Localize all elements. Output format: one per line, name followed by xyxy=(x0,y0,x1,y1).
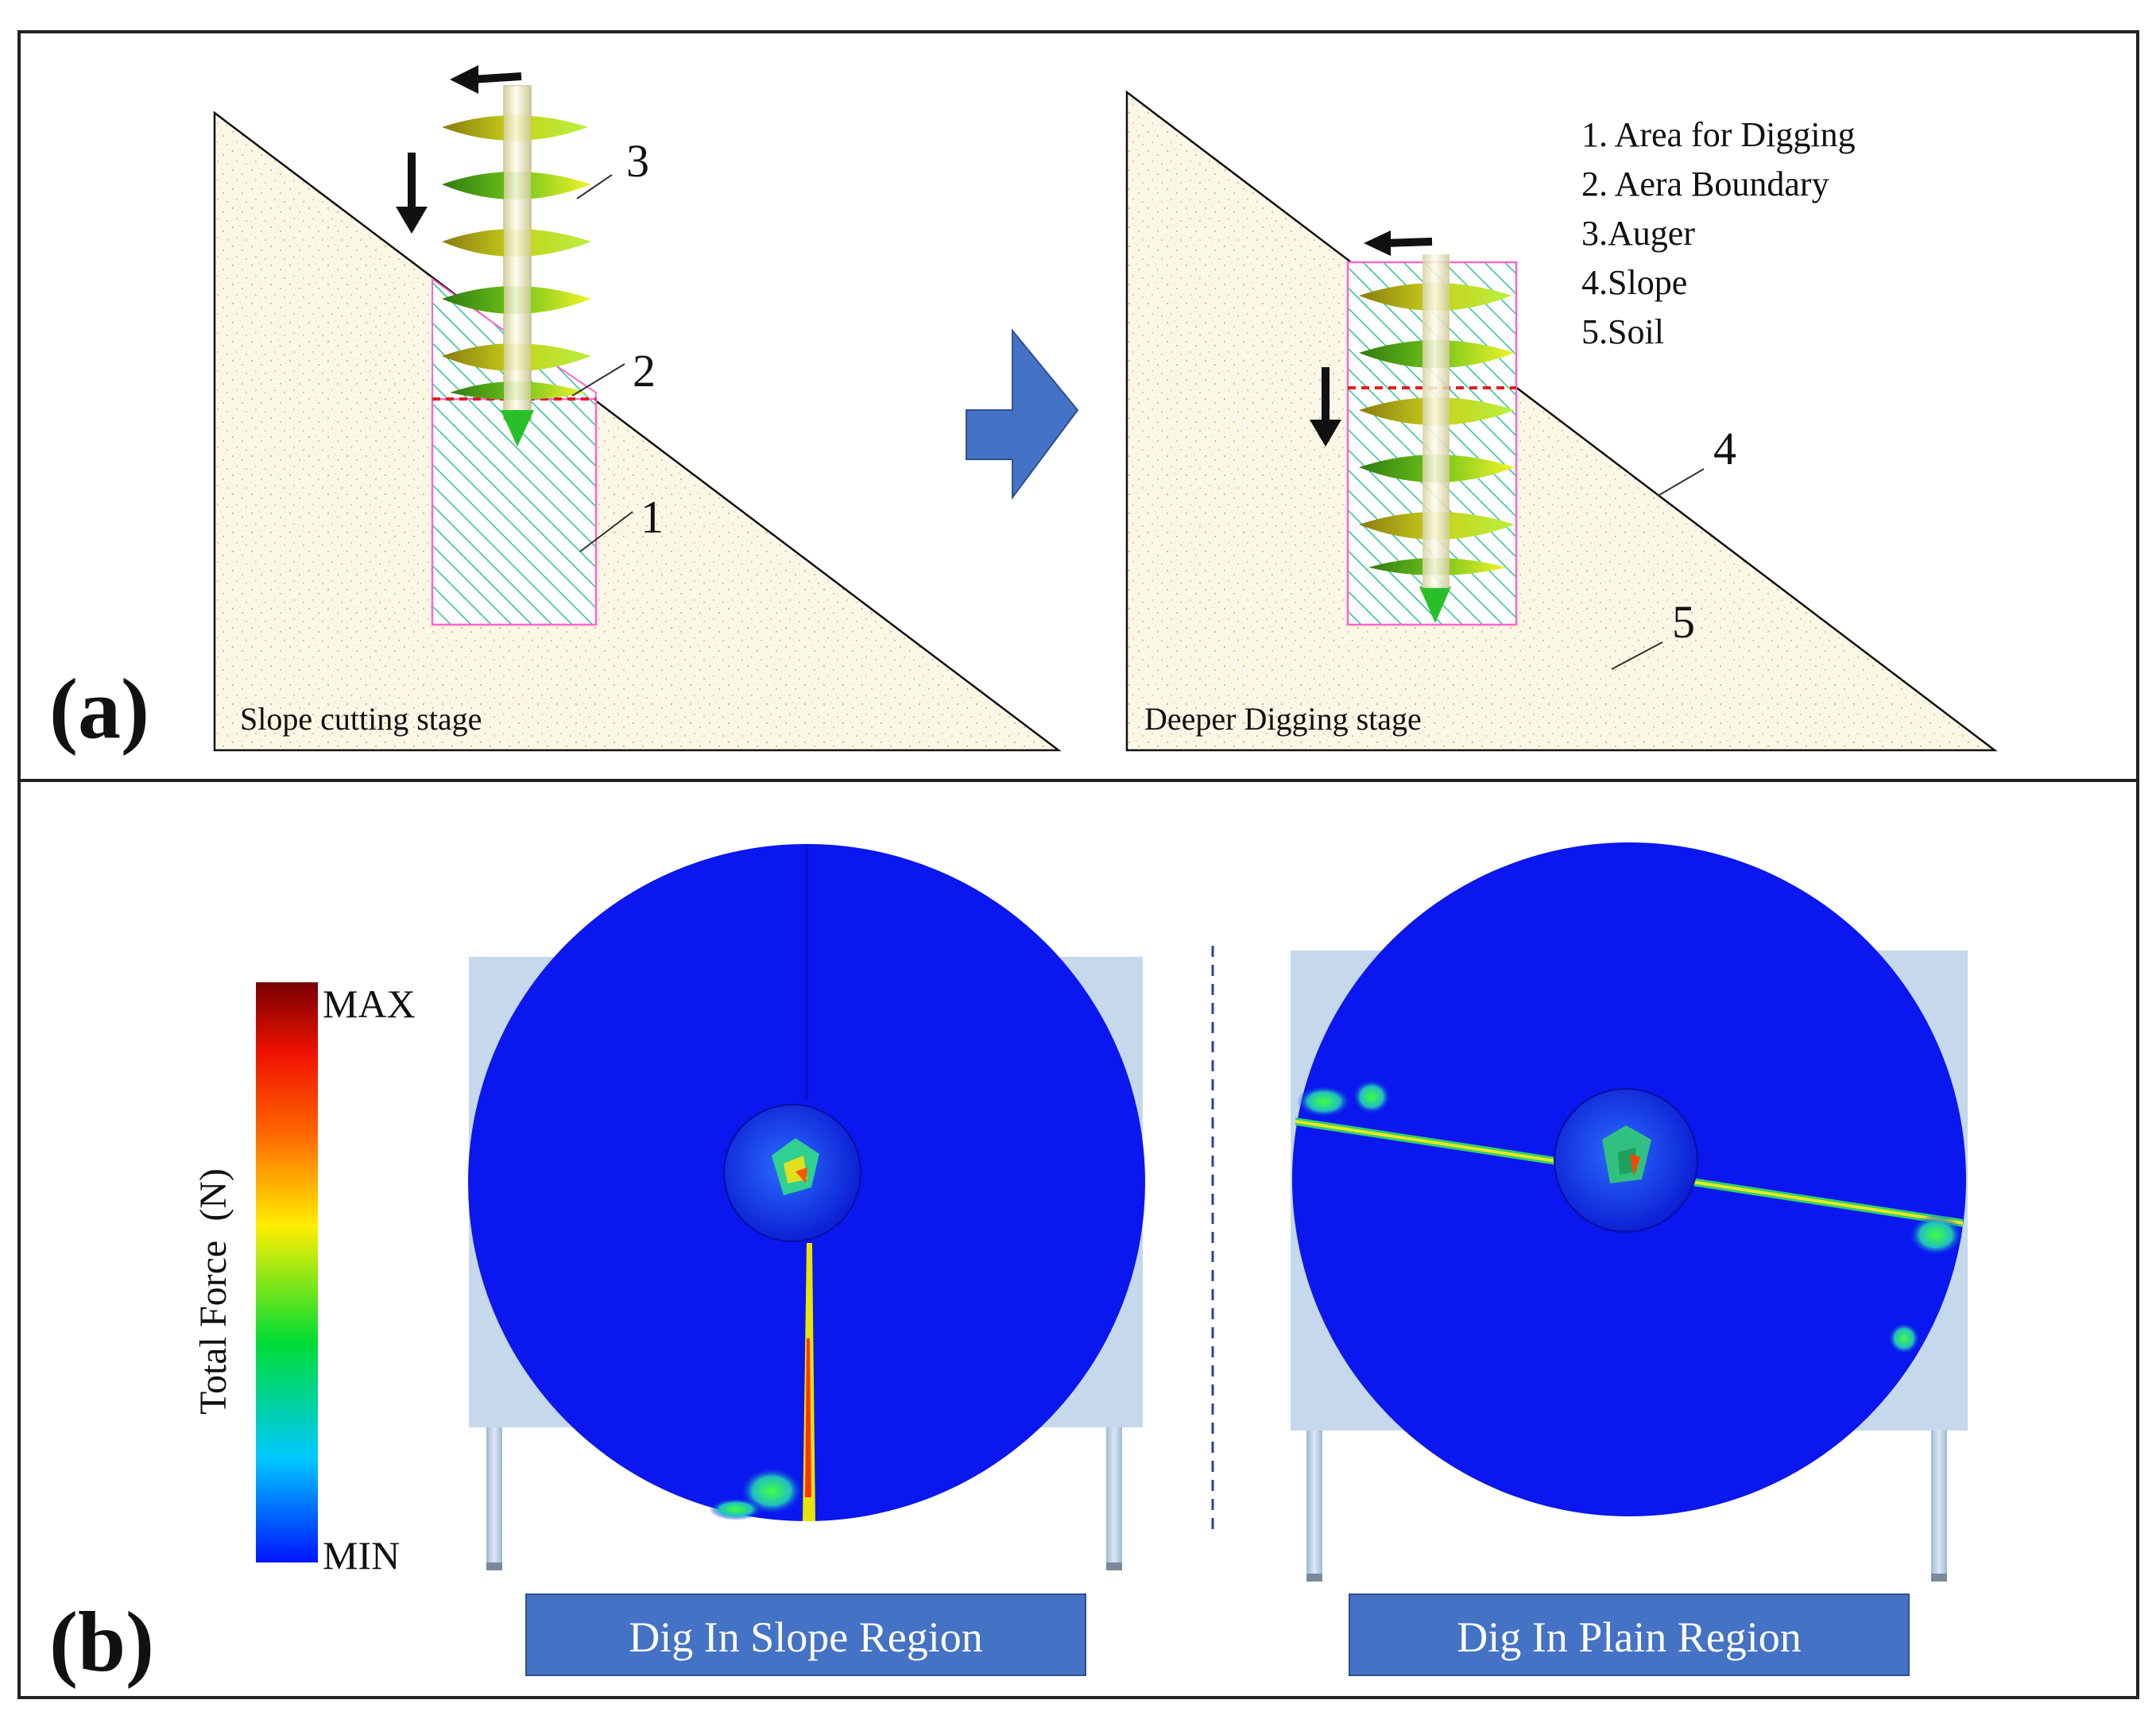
legend-item-5: 5.Soil xyxy=(1581,312,1664,351)
callout-1: 1 xyxy=(641,491,664,543)
caption-plain-text: Dig In Plain Region xyxy=(1457,1613,1801,1661)
callout-4: 4 xyxy=(1713,423,1736,474)
colorbar-min-label: MIN xyxy=(323,1533,400,1578)
arrow-left-down-icon xyxy=(396,153,428,234)
auger-left xyxy=(442,85,591,447)
colorbar xyxy=(256,982,318,1562)
caption-slope-text: Dig In Slope Region xyxy=(629,1613,982,1661)
callout-3: 3 xyxy=(626,135,649,187)
legend-item-1: 1. Area for Digging xyxy=(1581,115,1856,154)
stage-label-left: Slope cutting stage xyxy=(240,701,482,737)
colorbar-title: Total Force (N) xyxy=(192,1168,234,1415)
caption-plain: Dig In Plain Region xyxy=(1349,1593,1910,1676)
callout-2: 2 xyxy=(633,345,656,397)
panel-b-diagram: MAX MIN Total Force (N) xyxy=(49,842,1968,1690)
panel-b-label: (b) xyxy=(49,1595,154,1690)
stage-label-right: Deeper Digging stage xyxy=(1144,701,1422,737)
leader-line-5 xyxy=(1611,641,1663,670)
panel-b: MAX MIN Total Force (N) xyxy=(17,779,2139,1699)
force-disk-slope xyxy=(468,844,1145,1521)
colorbar-max-label: MAX xyxy=(323,982,416,1026)
arrow-right-rotate-icon xyxy=(1364,230,1433,256)
slope-left-soil xyxy=(213,110,1062,752)
leader-line-2 xyxy=(571,363,625,397)
leader-line-1 xyxy=(579,511,633,552)
panel-a-label: (a) xyxy=(49,662,149,757)
force-disk-plain xyxy=(1292,842,1966,1516)
leader-line-3 xyxy=(576,174,613,199)
leader-line-4 xyxy=(1657,468,1705,497)
callout-5: 5 xyxy=(1672,596,1695,648)
panel-a: 3 2 1 4 5 1. Area for Digging 2. Aera Bo… xyxy=(17,30,2139,782)
panel-a-diagram: 3 2 1 4 5 1. Area for Digging 2. Aera Bo… xyxy=(49,65,1998,757)
legend-item-4: 4.Slope xyxy=(1581,263,1687,302)
arrow-right-down-icon xyxy=(1310,367,1341,447)
legend-item-3: 3.Auger xyxy=(1581,214,1695,253)
slope-right-soil xyxy=(1125,90,1998,752)
caption-slope: Dig In Slope Region xyxy=(525,1593,1086,1676)
auger-right xyxy=(1359,254,1515,623)
stage-transition-arrow-icon xyxy=(966,328,1079,501)
arrow-left-rotate-icon xyxy=(450,65,522,94)
legend-item-2: 2. Aera Boundary xyxy=(1581,165,1829,203)
